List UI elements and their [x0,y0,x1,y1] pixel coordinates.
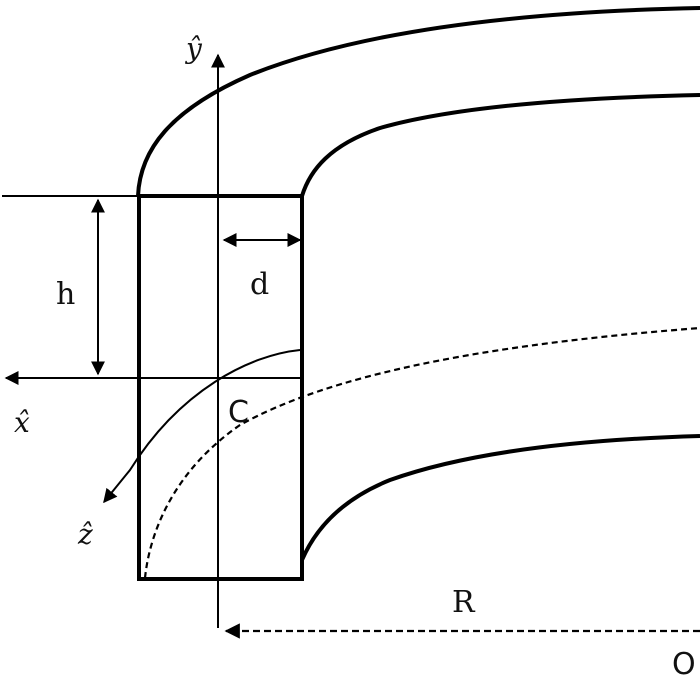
inner-top-curve [300,93,700,197]
inner-bottom-curve [300,434,700,561]
height-label: h [56,277,75,312]
dashed-centroid-curve [143,326,700,579]
origin-label: O [672,647,696,678]
y-axis-label: ŷ [184,32,203,65]
x-axis-label: x̂ [14,406,30,439]
outer-top-curve [136,6,700,197]
z-axis-label: ẑ [77,518,93,551]
radius-label: R [452,585,476,620]
centroid-label: C [228,395,249,430]
cross-section-rectangle [137,194,304,581]
width-label: d [250,267,269,302]
z-axis-arrow [103,349,301,504]
